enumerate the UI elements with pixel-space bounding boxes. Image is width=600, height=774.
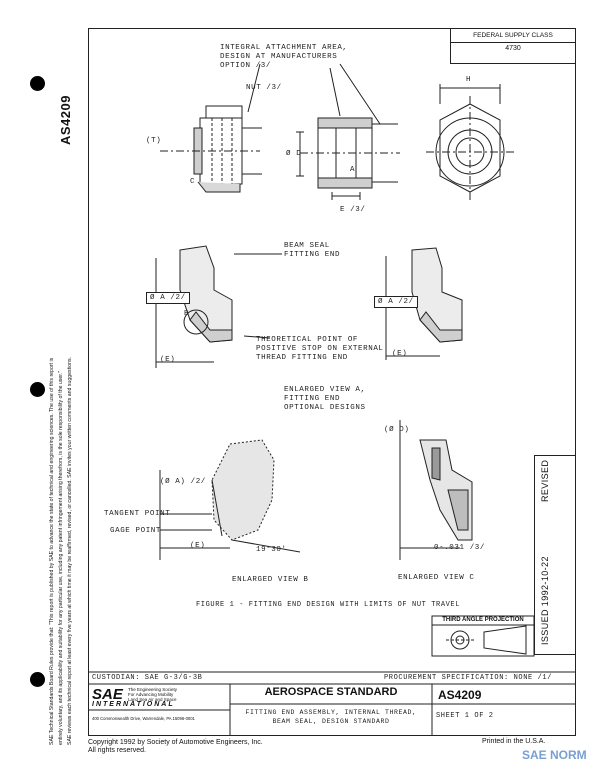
phi-d-c-label: (Ø D): [384, 426, 410, 434]
phi-d-label: Ø D: [286, 150, 302, 158]
procurement-label: PROCUREMENT SPECIFICATION: NONE /1/: [384, 674, 553, 682]
fitting-assembly-section: [296, 117, 400, 200]
e3-label: E /3/: [340, 206, 366, 214]
sae-address: 400 Commonwealth Drive, Warrendale, PA 1…: [92, 716, 195, 721]
third-angle-projection-symbol: [446, 625, 527, 655]
e-b-label: (E): [190, 542, 206, 550]
punch-hole: [30, 76, 45, 91]
hex-nut-view: [426, 84, 514, 200]
projection-label: THIRD ANGLE PROJECTION: [442, 617, 524, 623]
enlarged-view-a-label: ENLARGED VIEW A, FITTING END OPTIONAL DE…: [284, 386, 366, 412]
sae-logo: SAE: [92, 686, 123, 703]
copyright: Copyright 1992 by Society of Automotive …: [88, 739, 263, 754]
printed-in: Printed in the U.S.A.: [482, 738, 546, 745]
watermark: SAE NORM: [522, 748, 587, 762]
e-right-label: (E): [392, 350, 408, 358]
federal-supply-label: FEDERAL SUPPLY CLASS: [451, 29, 575, 43]
beam-seal-label: BEAM SEAL FITTING END: [284, 242, 341, 259]
phi-a-left-label: Ø A /2/: [146, 292, 190, 304]
standard-title: AEROSPACE STANDARD: [264, 686, 398, 698]
dim-c-label: 0-.031 /3/: [434, 544, 486, 552]
phi-a-right-label: Ø A /2/: [374, 296, 418, 308]
federal-supply-box: FEDERAL SUPPLY CLASS 4730: [450, 28, 576, 64]
a-label: A: [350, 166, 356, 174]
enlarged-view-b: [159, 439, 301, 560]
b-label: B: [184, 310, 190, 318]
angle-label: 19°30': [256, 546, 287, 554]
sae-tagline: The Engineering Society For Advancing Mo…: [128, 687, 178, 702]
standard-description: FITTING END ASSEMBLY, INTERNAL THREAD, B…: [245, 709, 417, 725]
e-left-label: (E): [160, 356, 176, 364]
title-block-doc-number: AS4209: [438, 688, 482, 702]
sheet-label: SHEET 1 OF 2: [436, 712, 494, 720]
drawing-frame: [88, 28, 576, 736]
tangent-point-label: TANGENT POINT: [104, 510, 171, 518]
h-label: H: [466, 76, 472, 84]
punch-hole: [30, 382, 45, 397]
theoretical-point-label: THEORETICAL POINT OF POSITIVE STOP ON EX…: [256, 336, 384, 362]
integral-attachment-label: INTEGRAL ATTACHMENT AREA, DESIGN AT MANU…: [220, 44, 348, 70]
figure-caption: FIGURE 1 - FITTING END DESIGN WITH LIMIT…: [196, 601, 461, 609]
custodian-label: CUSTODIAN: SAE G-3/G-3B: [92, 674, 203, 682]
beam-seal-left-view: [155, 245, 282, 368]
fitting-assembly-left: [160, 105, 262, 193]
t-label: (T): [146, 137, 162, 145]
punch-hole: [30, 672, 45, 687]
sae-international: INTERNATIONAL: [92, 701, 175, 708]
phi-a-b-label: (Ø A) /2/: [160, 478, 206, 486]
view-b-label: ENLARGED VIEW B: [232, 576, 309, 584]
c-label: C: [190, 178, 196, 186]
revision-column: [534, 455, 576, 655]
nut-label: NUT /3/: [246, 84, 282, 92]
gage-point-label: GAGE POINT: [110, 527, 162, 535]
federal-supply-value: 4730: [505, 45, 521, 52]
view-c-label: ENLARGED VIEW C: [398, 574, 475, 582]
enlarged-view-c: [399, 420, 473, 560]
